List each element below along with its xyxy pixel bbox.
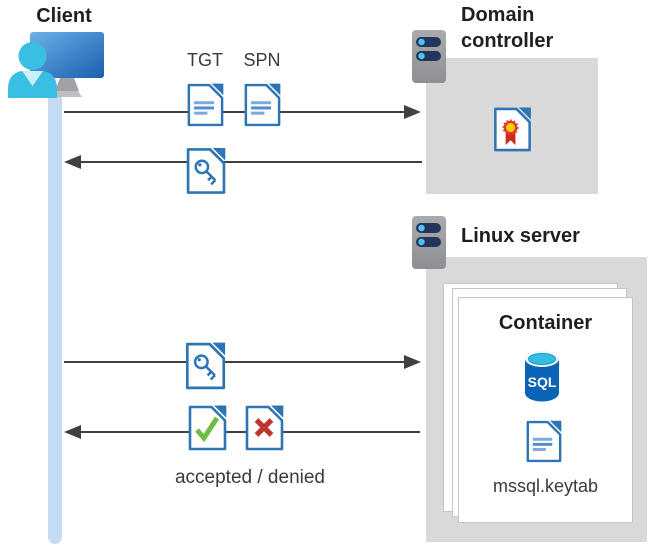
arrowhead-right-1 bbox=[404, 105, 421, 119]
key-document-icon bbox=[186, 147, 226, 194]
person-collar bbox=[22, 71, 43, 86]
accepted-denied-label: accepted / denied bbox=[174, 467, 325, 488]
tgt-label: TGT bbox=[187, 50, 223, 70]
monitor-neck bbox=[55, 78, 79, 91]
accepted-check-document-icon bbox=[188, 405, 227, 451]
linux-server-icon bbox=[412, 216, 446, 269]
denied-cross-document-icon bbox=[245, 405, 284, 451]
monitor-screen bbox=[30, 32, 104, 78]
keytab-document-icon bbox=[526, 420, 562, 463]
person-head bbox=[18, 42, 47, 70]
keytab-filename-label: mssql.keytab bbox=[492, 476, 599, 496]
arrowhead-left-1 bbox=[64, 155, 81, 169]
domain-controller-label: Domain controller bbox=[461, 4, 554, 52]
sql-badge-text: SQL bbox=[528, 374, 557, 390]
domain-controller-server-icon bbox=[412, 30, 446, 83]
client-label: Client bbox=[36, 5, 92, 27]
spn-label: SPN bbox=[243, 50, 281, 70]
spn-ticket-document-icon bbox=[244, 83, 281, 127]
client-user-monitor-icon bbox=[8, 32, 104, 98]
sql-database-icon: SQL bbox=[525, 351, 559, 402]
certificate-document-icon bbox=[494, 107, 531, 152]
monitor-base bbox=[52, 91, 82, 97]
linux-server-label: Linux server bbox=[461, 225, 580, 247]
tgt-ticket-document-icon bbox=[187, 83, 224, 127]
client-lifeline bbox=[48, 94, 62, 544]
key-document-icon bbox=[185, 342, 226, 390]
arrowhead-right-2 bbox=[404, 355, 421, 369]
arrowhead-left-2 bbox=[64, 425, 81, 439]
container-label: Container bbox=[498, 312, 593, 334]
container-card-front bbox=[458, 297, 633, 523]
